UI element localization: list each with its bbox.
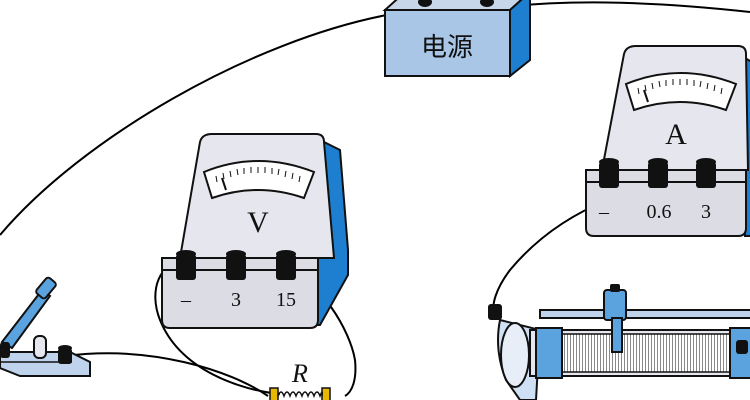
switch-terminal [58, 345, 72, 364]
voltmeter-terminal-15 [276, 250, 296, 280]
voltmeter-needle [221, 177, 227, 191]
voltmeter-terminal-label-3: 3 [231, 289, 241, 311]
rheostat-coil [561, 333, 733, 373]
ammeter-terminal-label-minus: – [598, 201, 610, 223]
ammeter-terminal-label-0-6: 0.6 [647, 201, 672, 223]
ammeter-symbol: A [665, 118, 687, 151]
power-supply: 电源 [382, 0, 531, 79]
wire-switch-to-resistor [65, 352, 269, 397]
ammeter-dial [624, 72, 738, 112]
knife-switch [0, 276, 91, 377]
ammeter-terminal-0-6 [648, 158, 668, 188]
rheostat-terminal-left [488, 304, 502, 320]
ammeter-terminal-label-3: 3 [701, 201, 711, 223]
voltmeter-terminal-label-minus: – [180, 289, 192, 311]
ammeter: A – 0.6 3 [585, 45, 750, 237]
power-terminal-left [418, 0, 432, 7]
ammeter-terminal-minus [599, 158, 619, 188]
switch-clip [33, 335, 47, 359]
voltmeter-dial [202, 160, 316, 200]
voltmeter-terminal-label-15: 15 [276, 289, 296, 311]
rheostat-slider [603, 284, 627, 353]
voltmeter-symbol: V [247, 206, 269, 239]
ammeter-scale-ticks [637, 79, 723, 95]
power-supply-label: 电源 [421, 33, 473, 63]
wire-power-to-switch [0, 13, 393, 236]
ammeter-terminal-3 [696, 158, 716, 188]
resistor-coil [277, 391, 323, 399]
rheostat-left-clamp [500, 322, 530, 388]
rheostat-terminal-right [736, 340, 748, 354]
power-terminal-right [480, 0, 494, 7]
voltmeter-scale-ticks [215, 167, 301, 183]
voltmeter: V – 3 15 [161, 133, 349, 329]
switch-hinge-terminal [0, 342, 10, 358]
voltmeter-terminal-3 [226, 250, 246, 280]
voltmeter-terminal-minus [176, 250, 196, 280]
resistor-label: R [291, 359, 308, 388]
resistor: R [269, 359, 331, 400]
switch-blade [0, 276, 57, 350]
wire-power-to-ammeter [494, 1, 750, 13]
ammeter-needle [643, 89, 649, 103]
rheostat [488, 284, 750, 400]
rheostat-left-band [535, 327, 563, 379]
